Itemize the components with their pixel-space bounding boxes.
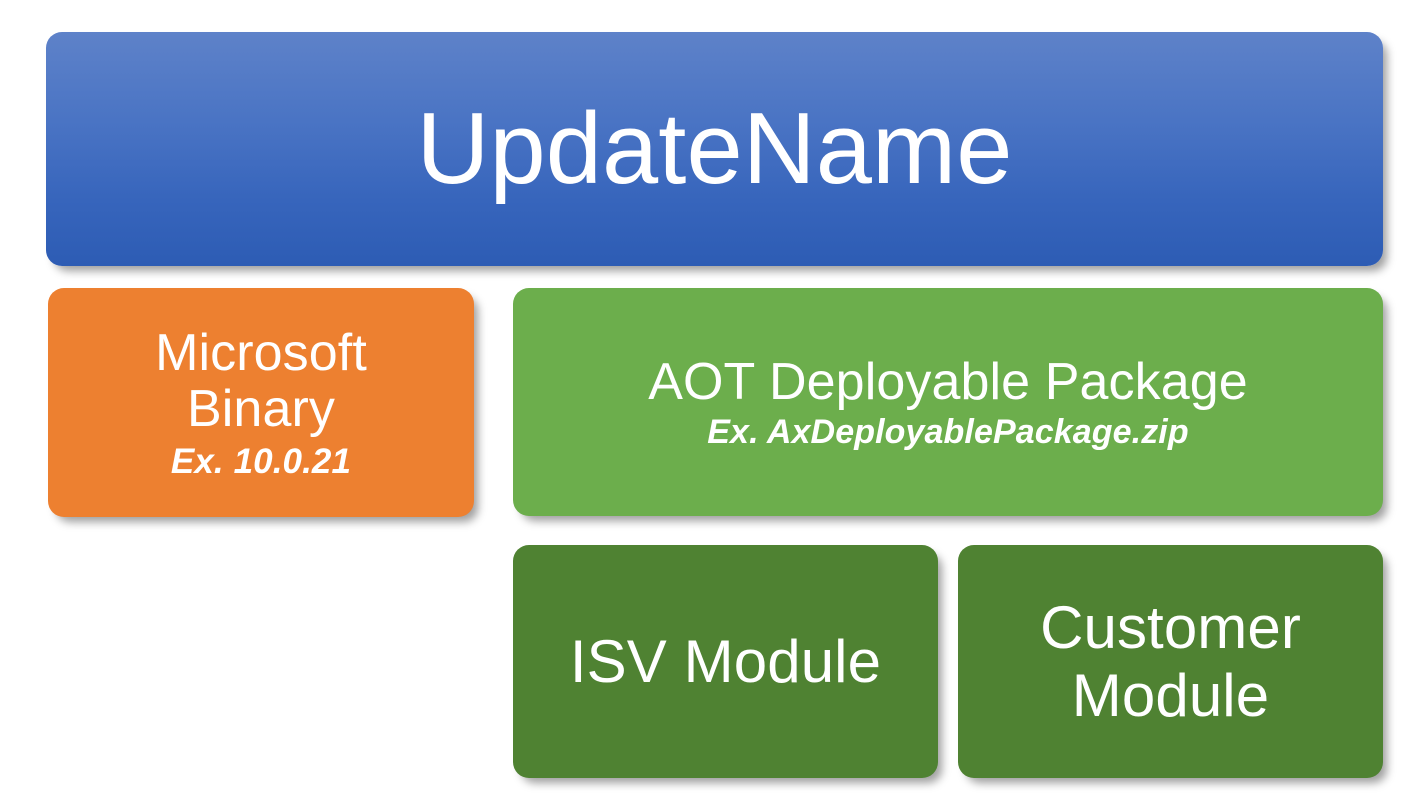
- node-microsoft-binary-label: Microsoft Binary: [155, 323, 367, 438]
- node-update-name-label: UpdateName: [416, 92, 1013, 205]
- node-customer-module-label: Customer Module: [1040, 594, 1301, 729]
- node-aot-deployable-package-example: Ex. AxDeployablePackage.zip: [707, 413, 1189, 452]
- node-isv-module[interactable]: ISV Module: [513, 545, 938, 778]
- node-update-name[interactable]: UpdateName: [46, 32, 1383, 266]
- node-aot-deployable-package[interactable]: AOT Deployable Package Ex. AxDeployableP…: [513, 288, 1383, 516]
- node-microsoft-binary-example: Ex. 10.0.21: [170, 442, 352, 482]
- node-customer-module[interactable]: Customer Module: [958, 545, 1383, 778]
- node-aot-deployable-package-label: AOT Deployable Package: [648, 352, 1248, 411]
- node-microsoft-binary[interactable]: Microsoft Binary Ex. 10.0.21: [48, 288, 474, 517]
- node-isv-module-label: ISV Module: [569, 627, 882, 695]
